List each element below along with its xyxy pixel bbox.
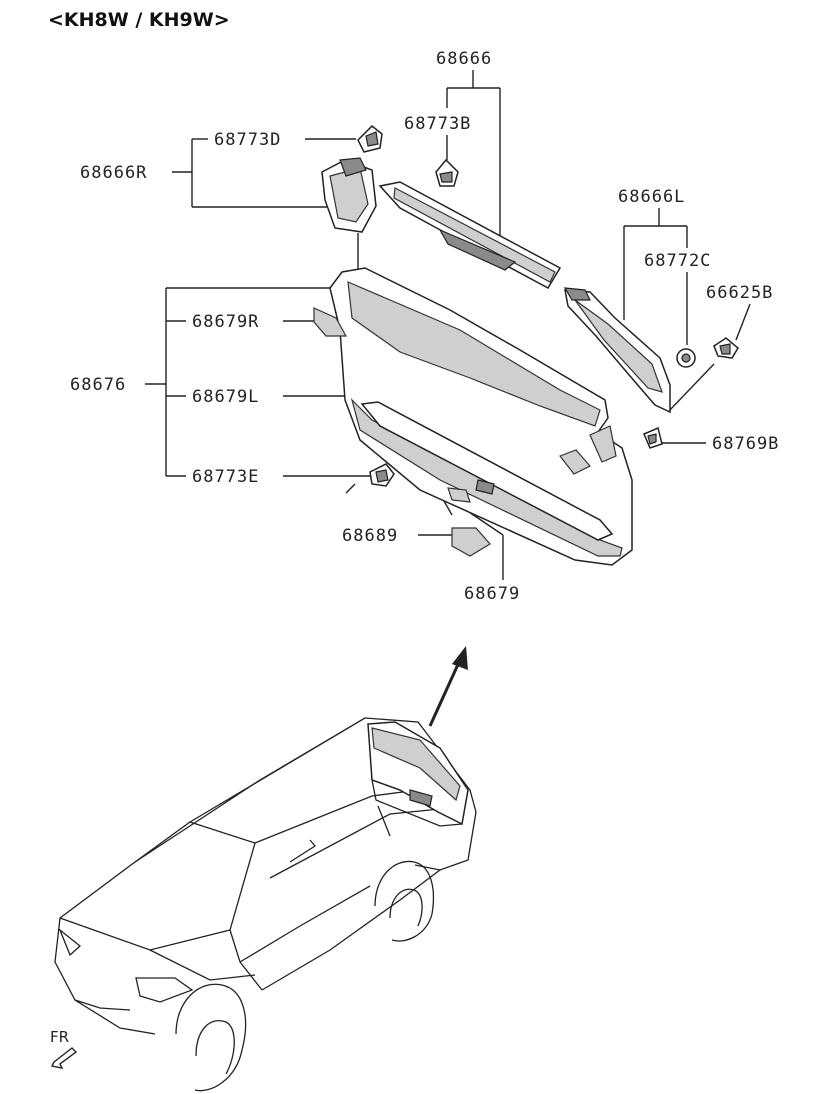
- clip-68773E: [369, 463, 395, 487]
- vehicle-outline: [54, 717, 477, 1092]
- parts: [313, 124, 739, 566]
- label-68666: 68666: [436, 49, 492, 69]
- label-66625B: 66625B: [706, 283, 773, 303]
- label-68666L: 68666L: [618, 187, 685, 207]
- label-68773B: 68773B: [404, 114, 471, 134]
- label-68679R: 68679R: [192, 312, 259, 332]
- label-68769B: 68769B: [712, 434, 779, 454]
- label-68679L: 68679L: [192, 387, 259, 407]
- label-68773E: 68773E: [192, 467, 259, 487]
- part-cover-68679R: [313, 307, 348, 337]
- label-68679: 68679: [464, 584, 520, 604]
- part-side-trim-right: [321, 157, 377, 233]
- label-68772C: 68772C: [644, 251, 711, 271]
- front-label: FR: [50, 1028, 69, 1046]
- front-arrow-icon: [50, 1047, 78, 1069]
- part-side-trim-left: [563, 287, 671, 414]
- label-68773D: 68773D: [214, 130, 281, 150]
- front-indicator: FR: [50, 1028, 78, 1069]
- clip-68773B: [435, 158, 459, 187]
- clip-68773D: [357, 124, 383, 153]
- diagram-title: <KH8W / KH9W>: [48, 9, 230, 31]
- part-cover-68679: [447, 487, 471, 503]
- part-upper-trim: [378, 181, 562, 289]
- label-68676: 68676: [70, 375, 126, 395]
- label-68689: 68689: [342, 526, 398, 546]
- label-68666R: 68666R: [80, 163, 147, 183]
- clip-66625B: [713, 337, 739, 359]
- part-cover-68679L: [559, 449, 591, 475]
- clip-68769B: [643, 426, 663, 449]
- detail-arrow: [428, 646, 468, 727]
- clip-68772C: [676, 348, 696, 368]
- part-labels: 68666 68773B 68773D 68666R 68666L 68772C…: [70, 49, 779, 604]
- part-tailgate-panel: [329, 267, 633, 566]
- part-handle-68689: [451, 527, 491, 557]
